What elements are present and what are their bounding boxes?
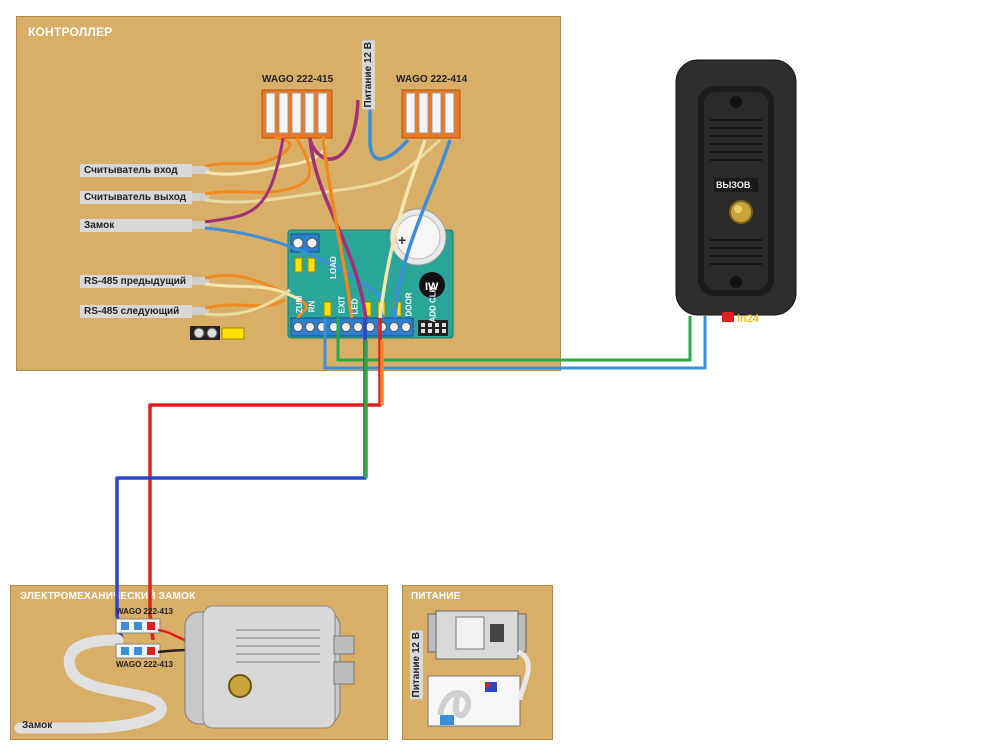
controller-power-label: Питание 12 В xyxy=(362,40,375,110)
lock-cable xyxy=(14,634,167,734)
board-label-door: DOOR xyxy=(404,292,414,317)
watermark-badge xyxy=(722,312,734,322)
board-label-led: LED xyxy=(350,298,360,315)
lock-body xyxy=(184,605,355,729)
watermark-text: in24 xyxy=(737,313,760,325)
svg-text:+: + xyxy=(398,232,406,248)
doorbell-wires xyxy=(323,316,707,370)
power-cable xyxy=(516,649,531,701)
lock-wires xyxy=(115,318,384,641)
wago-left-label: WAGO 222-415 xyxy=(262,74,334,85)
doorbell-panel xyxy=(675,59,797,316)
lock-cable-label: Замок xyxy=(22,720,53,731)
lock-title: ЭЛЕКТРОМЕХАНИЧЕСКИЙ ЗАМОК xyxy=(20,591,196,602)
board-label-exit: EXIT xyxy=(337,295,347,314)
board-label-add-clr: ADD CLR xyxy=(428,286,438,323)
controller-board: + IW xyxy=(287,208,454,339)
lock-wago-top-label: WAGO 222-413 xyxy=(116,607,173,616)
lock-wago-top xyxy=(115,618,161,634)
board-label-zum: ZUM xyxy=(295,295,305,314)
small-terminal xyxy=(190,326,245,340)
svg-text:IW: IW xyxy=(425,281,439,293)
input-reader-out: Считыватель выход xyxy=(80,191,192,204)
board-label-load: LOAD xyxy=(328,256,338,279)
wago-222-415 xyxy=(261,89,333,139)
power-title: ПИТАНИЕ xyxy=(411,591,461,602)
input-rs485-next: RS-485 следующий xyxy=(80,305,192,318)
board-label-rn: RN xyxy=(307,300,317,313)
input-reader-in: Считыватель вход xyxy=(80,164,192,177)
input-rs485-prev: RS-485 предыдущий xyxy=(80,275,192,288)
lock-wago-bottom-label: WAGO 222-413 xyxy=(116,660,173,669)
controller-title: КОНТРОЛЛЕР xyxy=(28,25,113,39)
controller-power-wires xyxy=(308,60,452,319)
wago-222-414 xyxy=(401,89,461,139)
input-lock: Замок xyxy=(80,219,192,232)
doorbell-button-label: ВЫЗОВ xyxy=(716,180,751,190)
power-supply xyxy=(427,610,527,660)
wago-right-label: WAGO 222-414 xyxy=(396,74,468,85)
power-supply-label: Питание 12 В xyxy=(410,630,423,700)
input-wires xyxy=(204,136,441,319)
power-adapter xyxy=(427,675,521,727)
lock-wago-bottom xyxy=(115,643,161,659)
